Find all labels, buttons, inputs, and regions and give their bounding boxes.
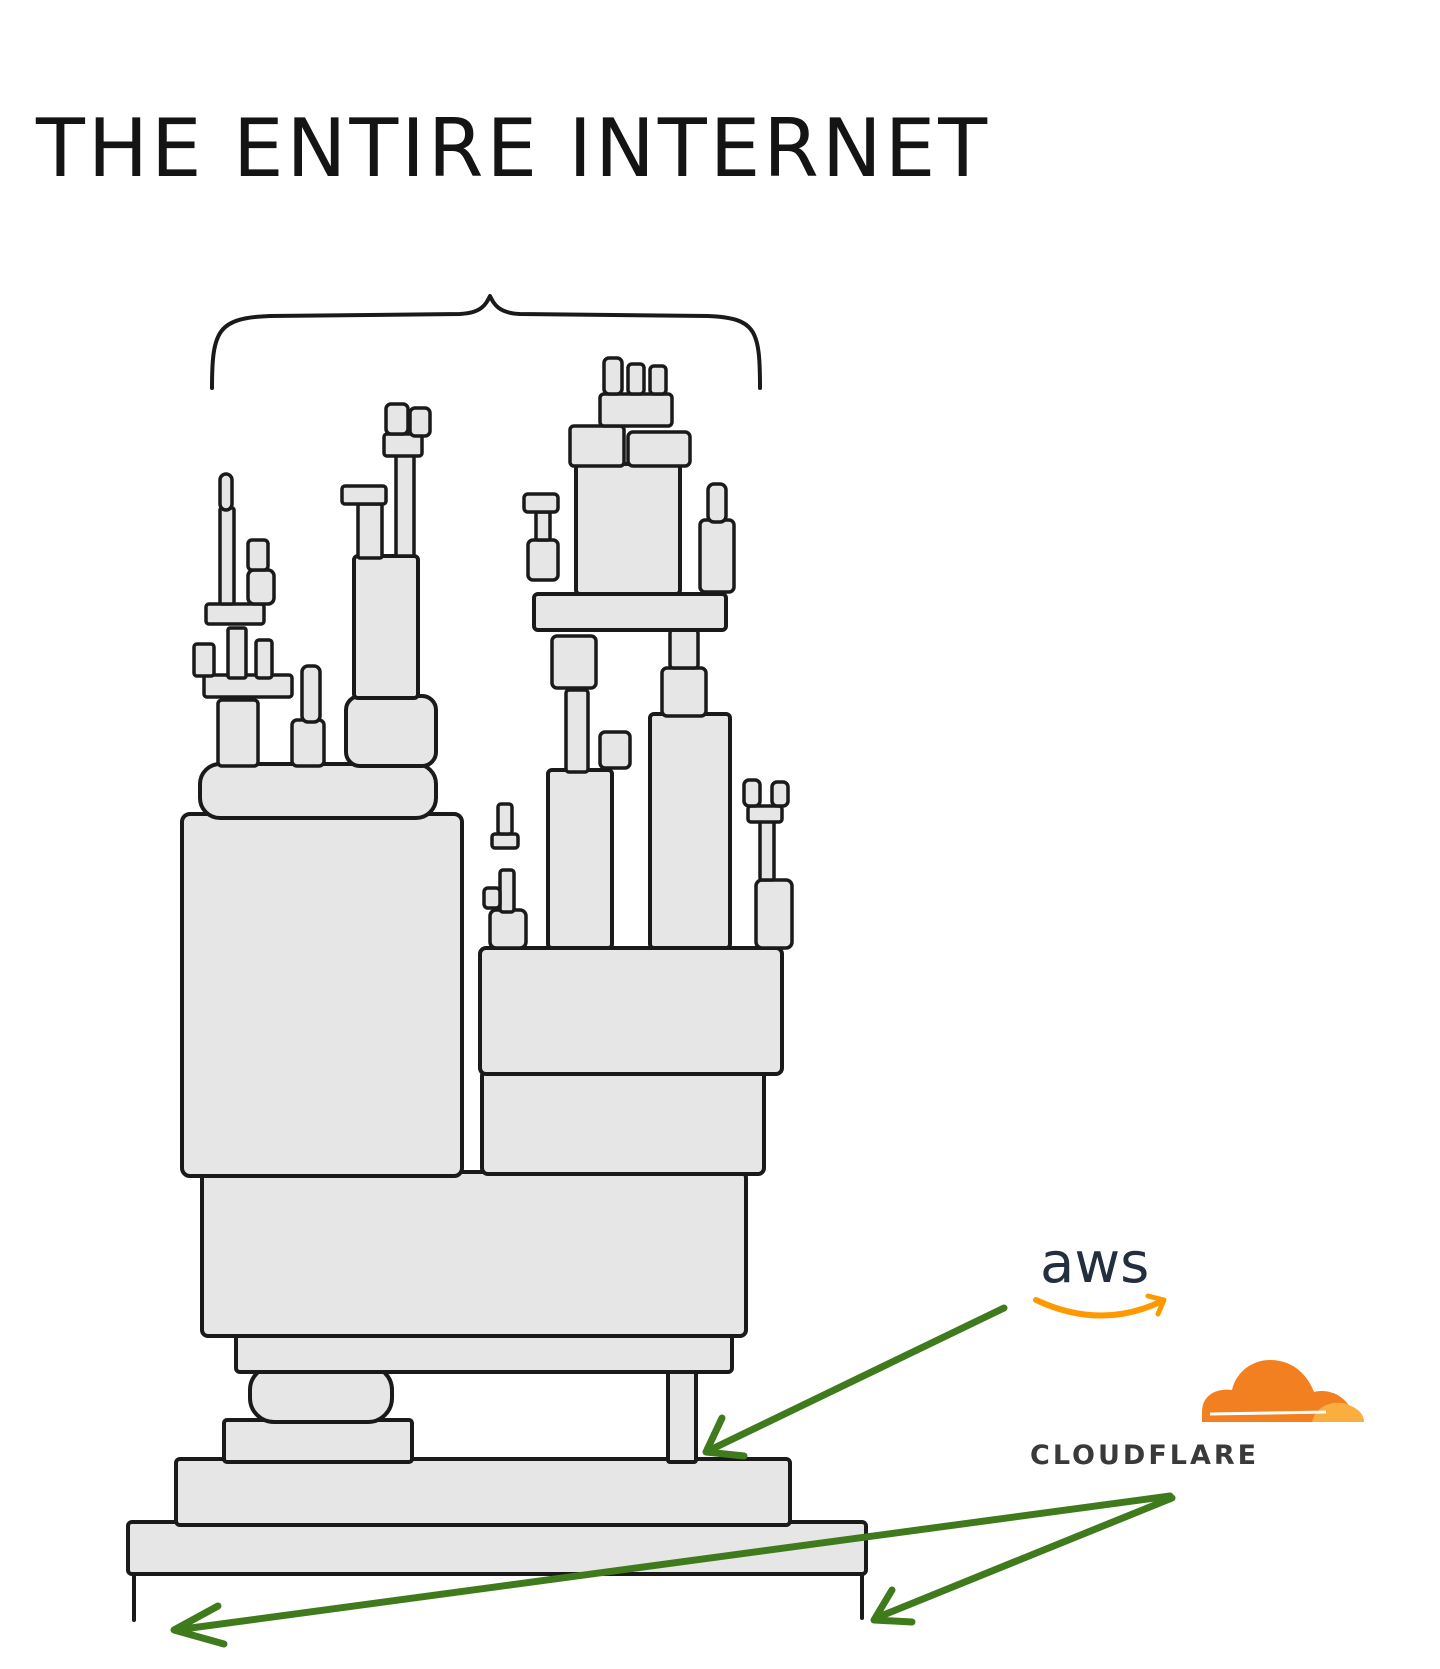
cloudflare-arrow-left	[172, 1492, 1174, 1634]
aws-logo: aws	[1033, 1231, 1167, 1319]
arrows	[170, 1304, 1176, 1648]
aws-arrow	[706, 1304, 1008, 1454]
right-tower	[478, 356, 794, 1176]
cloudflare-logo: CLOUDFLARE	[1030, 1360, 1364, 1471]
tower-base	[126, 1170, 868, 1622]
cloudflare-cloud-icon	[1202, 1360, 1356, 1422]
cloudflare-arrow-right	[872, 1494, 1176, 1622]
left-tower	[180, 402, 464, 1178]
aws-logo-text: aws	[1040, 1231, 1149, 1296]
curly-brace	[210, 294, 762, 390]
page-title: THE ENTIRE INTERNET	[36, 102, 991, 195]
aws-smile-icon	[1033, 1297, 1163, 1319]
cloudflare-logo-text: CLOUDFLARE	[1030, 1440, 1259, 1471]
aws-support-pillar	[666, 1368, 698, 1464]
